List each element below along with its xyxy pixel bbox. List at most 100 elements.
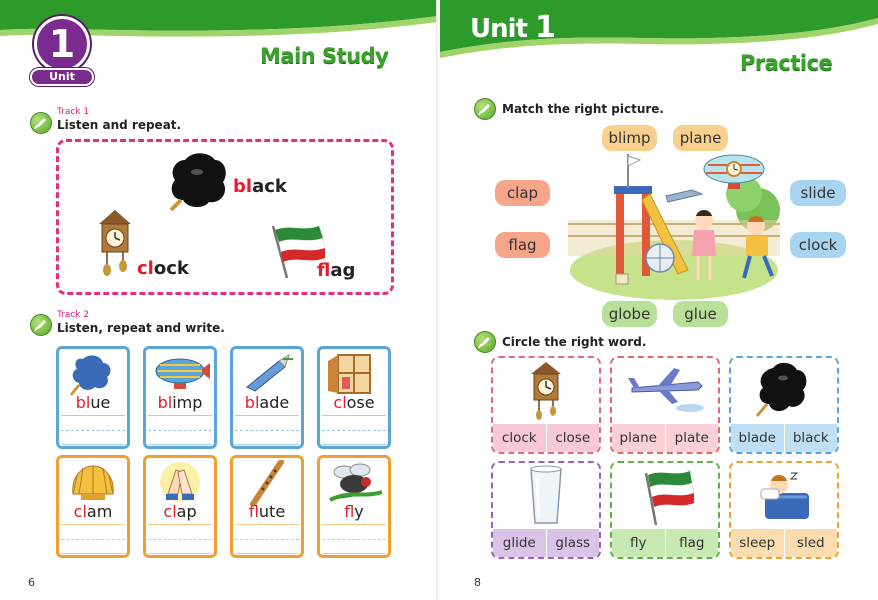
- word-option[interactable]: flag: [664, 529, 719, 557]
- ink-splat-icon: [755, 362, 807, 417]
- listen-box: black clock flag: [56, 139, 394, 295]
- word-card-fly: fly: [317, 455, 391, 558]
- flute-icon: [250, 460, 284, 506]
- clapping-hands-icon: [160, 462, 200, 502]
- track-label: Track 2: [57, 310, 90, 320]
- fly-icon: [329, 463, 383, 502]
- word-option[interactable]: plane: [619, 430, 657, 446]
- word-option[interactable]: clock: [501, 430, 537, 446]
- card-word: blue: [75, 393, 111, 412]
- writing-lines[interactable]: [235, 524, 299, 554]
- page-number: 6: [28, 576, 35, 589]
- unit-heading: Unit 1: [470, 10, 556, 45]
- word-option[interactable]: sled: [783, 529, 838, 557]
- word-black: black: [233, 176, 287, 197]
- blimp-icon: [155, 358, 210, 389]
- ink-splat-icon: [69, 355, 111, 396]
- ink-splat-icon: [169, 153, 226, 212]
- word-clock: clock: [137, 258, 189, 279]
- word-pill-blimp[interactable]: blimp: [602, 125, 657, 151]
- writing-lines[interactable]: [148, 524, 212, 554]
- card-word: blade: [244, 393, 290, 412]
- word-pill-globe[interactable]: globe: [602, 301, 657, 327]
- right-page: Unit 1 Practice Match the right picture.: [440, 0, 878, 600]
- section-title: Main Study: [260, 44, 389, 68]
- unit-label: Unit: [30, 68, 94, 86]
- book-gutter: [436, 0, 442, 600]
- pencil-icon: [474, 331, 496, 353]
- instruction-text: Listen and repeat.: [57, 118, 182, 132]
- page-number: 8: [474, 576, 481, 589]
- track-label: Track 1: [57, 107, 90, 117]
- instruction-text: Circle the right word.: [502, 335, 647, 349]
- card-word: clam: [73, 502, 113, 521]
- word-choice-card: fly flag: [610, 461, 720, 559]
- word-card-clap: clap: [143, 455, 217, 558]
- word-card-clam: clam: [56, 455, 130, 558]
- word-option[interactable]: blade: [738, 430, 776, 446]
- word-choice-card: glide glass: [491, 461, 601, 559]
- flag-icon: [271, 225, 325, 279]
- card-word: fly: [344, 502, 364, 521]
- word-options: glide glass: [493, 529, 599, 557]
- section-title: Practice: [740, 51, 833, 75]
- writing-lines[interactable]: [322, 524, 386, 554]
- word-options: sleep sled: [731, 529, 837, 557]
- clock-icon: [99, 210, 131, 276]
- word-card-blade: blade: [230, 346, 304, 449]
- flag-icon: [644, 471, 695, 526]
- blimp-icon: [703, 154, 765, 189]
- word-pill-flag[interactable]: flag: [495, 232, 550, 258]
- clock-icon: [531, 362, 561, 420]
- word-options: blade black: [731, 424, 837, 452]
- green-header-band: [0, 0, 438, 37]
- word-option[interactable]: sleep: [739, 535, 776, 551]
- word-card-blue: blue: [56, 346, 130, 449]
- word-pill-clock[interactable]: clock: [790, 232, 846, 258]
- word-card-close: close: [317, 346, 391, 449]
- word-pill-slide[interactable]: slide: [790, 180, 846, 206]
- green-header-band: [440, 0, 878, 58]
- word-options: clock close: [493, 424, 599, 452]
- word-option[interactable]: black: [783, 424, 838, 452]
- card-word: close: [333, 393, 375, 412]
- glass-icon: [530, 465, 562, 524]
- word-pill-clap[interactable]: clap: [495, 180, 550, 206]
- word-choice-card: plane plate: [610, 356, 720, 454]
- unit-number-badge: 1: [34, 16, 90, 72]
- card-word: flute: [248, 502, 286, 521]
- word-choice-card: blade black: [729, 356, 839, 454]
- instruction-text: Listen, repeat and write.: [57, 321, 225, 335]
- word-options: fly flag: [612, 529, 718, 557]
- word-pill-glue[interactable]: glue: [673, 301, 728, 327]
- word-option[interactable]: close: [545, 424, 600, 452]
- word-card-blimp: blimp: [143, 346, 217, 449]
- word-flag: flag: [317, 260, 356, 281]
- left-page: 1 Unit Main Study Track 1 Listen and rep…: [0, 0, 438, 600]
- word-option[interactable]: fly: [630, 535, 647, 551]
- plane-icon: [628, 368, 704, 412]
- writing-lines[interactable]: [61, 524, 125, 554]
- window-icon: [328, 354, 371, 394]
- playground-scene-illustration: [568, 154, 780, 300]
- clam-icon: [72, 465, 114, 500]
- pencil-icon: [30, 112, 52, 134]
- sleeping-child-icon: [760, 472, 809, 519]
- word-option[interactable]: glass: [545, 529, 600, 557]
- card-word: blimp: [157, 393, 203, 412]
- word-choice-card: sleep sled: [729, 461, 839, 559]
- word-option[interactable]: glide: [502, 535, 536, 551]
- writing-lines[interactable]: [235, 415, 299, 445]
- word-option[interactable]: plate: [664, 424, 719, 452]
- writing-lines[interactable]: [322, 415, 386, 445]
- writing-lines[interactable]: [61, 415, 125, 445]
- instruction-text: Match the right picture.: [502, 102, 664, 116]
- word-card-flute: flute: [230, 455, 304, 558]
- card-word: clap: [163, 502, 197, 521]
- word-options: plane plate: [612, 424, 718, 452]
- writing-lines[interactable]: [148, 415, 212, 445]
- word-choice-card: clock close: [491, 356, 601, 454]
- pencil-icon: [474, 98, 496, 120]
- word-pill-plane[interactable]: plane: [673, 125, 728, 151]
- blade-icon: [246, 353, 293, 392]
